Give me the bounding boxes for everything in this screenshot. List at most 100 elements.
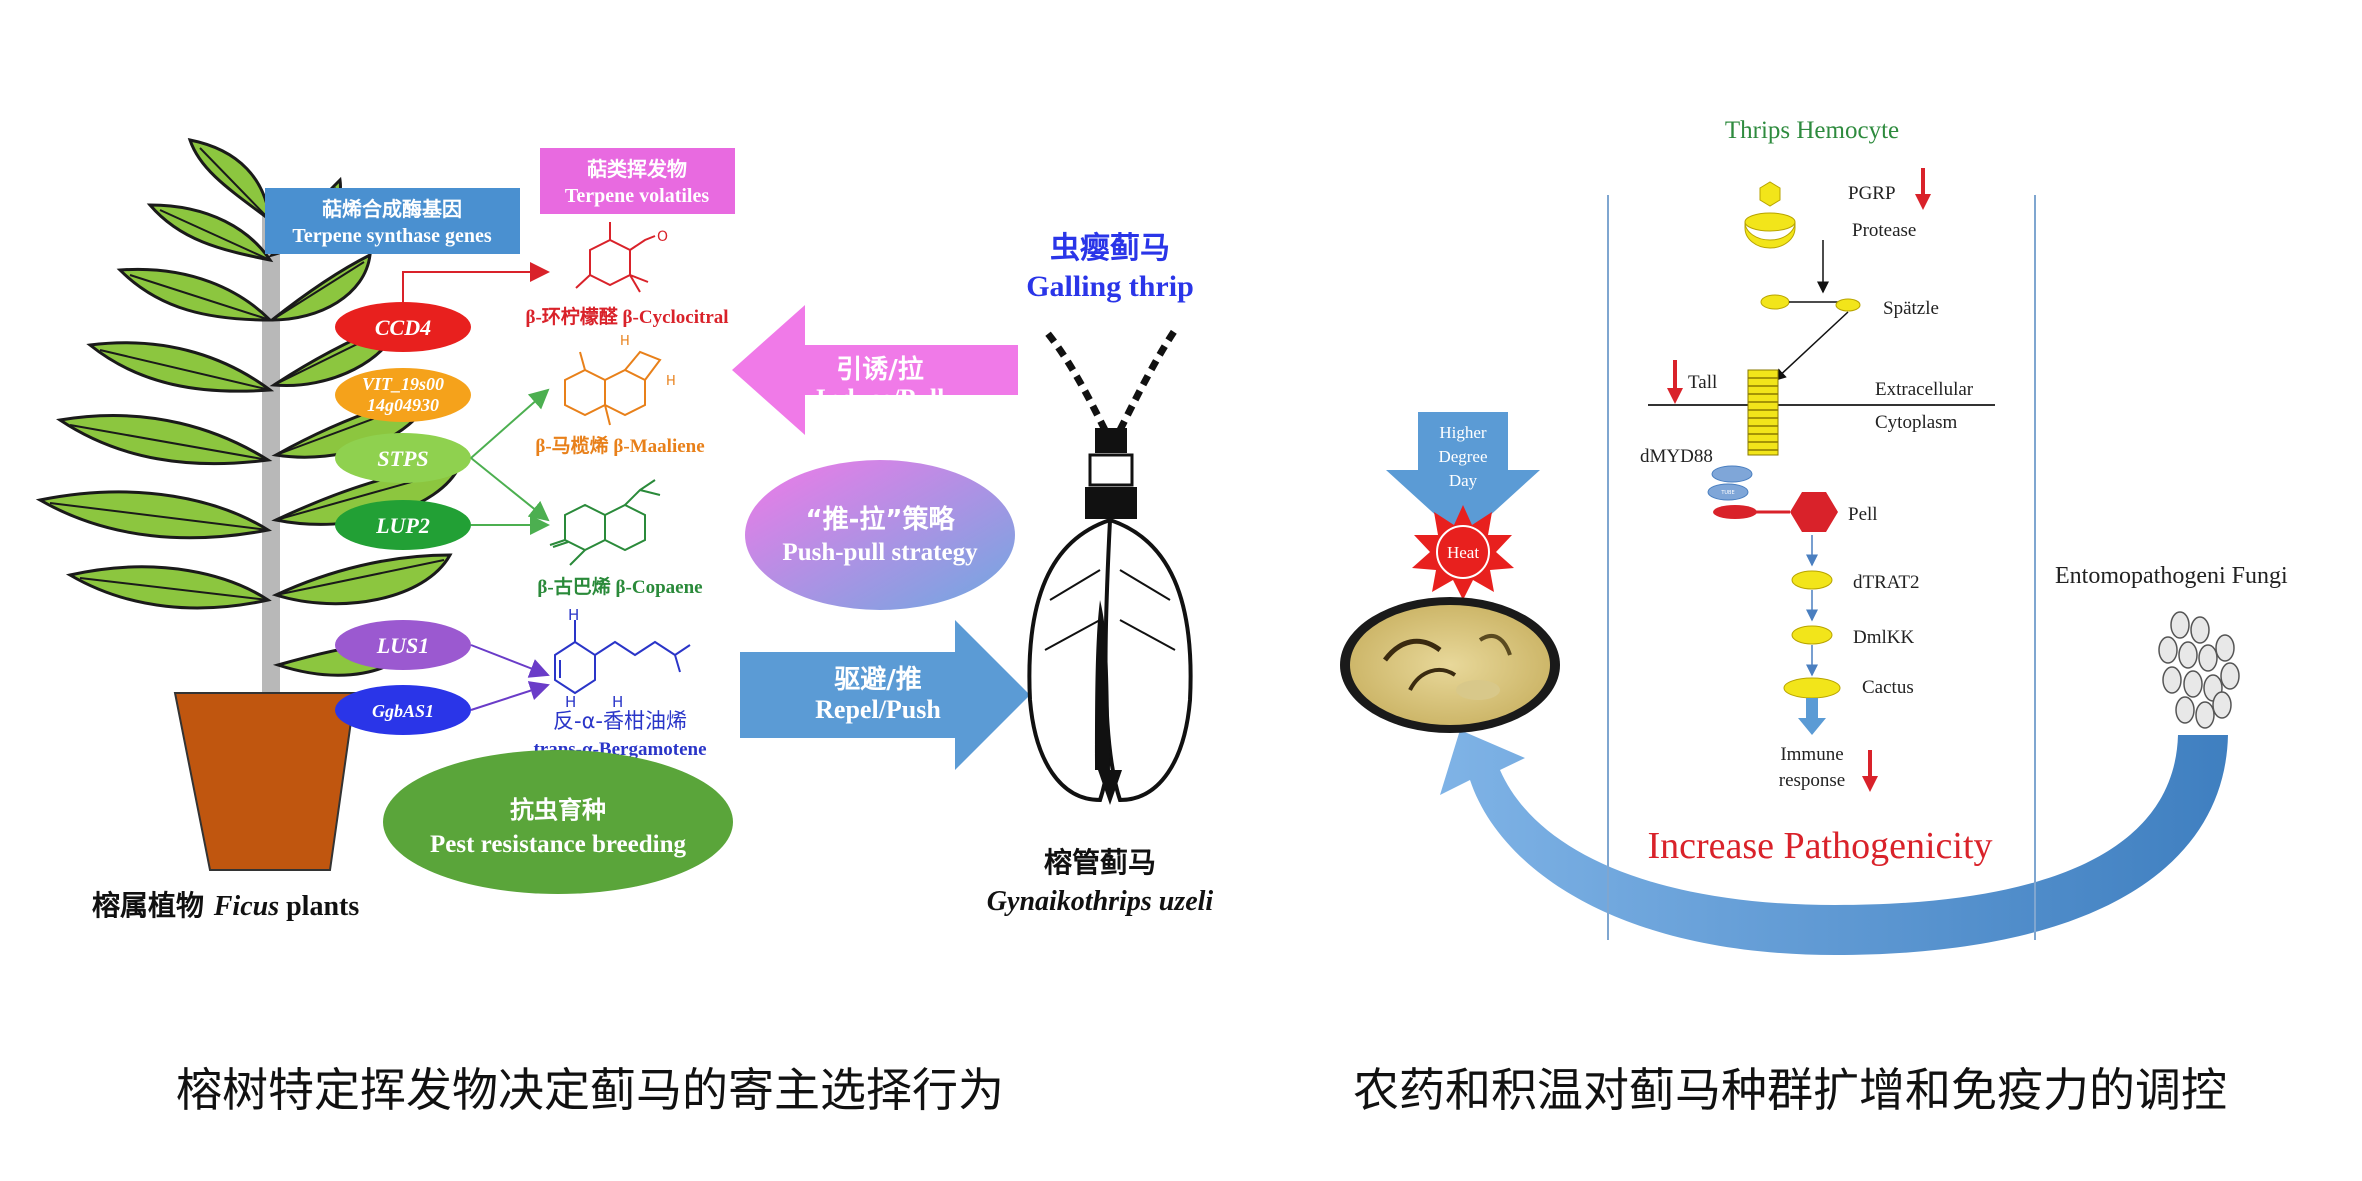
hemocyte-title: Thrips Hemocyte bbox=[1725, 117, 1899, 144]
svg-text:萜烯合成酶基因: 萜烯合成酶基因 bbox=[322, 197, 462, 221]
gene-oval-lup2: LUP2 bbox=[335, 500, 471, 550]
pest-resistance-breeding-oval: 抗虫育种 Pest resistance breeding bbox=[383, 750, 733, 894]
compound-maaliene-label: β-马榄烯 β-Maaliene bbox=[535, 434, 704, 457]
svg-text:抗虫育种: 抗虫育种 bbox=[510, 796, 606, 824]
right-caption: 农药和积温对蓟马种群扩增和免疫力的调控 bbox=[1353, 1063, 2227, 1117]
protease-label: Protease bbox=[1852, 220, 1916, 241]
terpene-synthase-genes-header: 萜烯合成酶基因 Terpene synthase genes bbox=[265, 188, 520, 254]
pathogenicity-curved-arrow bbox=[1440, 730, 2228, 955]
svg-text:VIT_19s00: VIT_19s00 bbox=[362, 374, 444, 394]
ficus-plants-label: 榕属植物 Ficus plants bbox=[92, 889, 359, 922]
dtrat2-shape bbox=[1791, 570, 1833, 590]
tall-label: Tall bbox=[1688, 372, 1717, 393]
svg-text:Pest resistance breeding: Pest resistance breeding bbox=[430, 831, 686, 858]
gene-oval-ccd4: CCD4 bbox=[335, 302, 471, 352]
immune-down-arrow bbox=[1862, 750, 1878, 792]
svg-text:H: H bbox=[620, 334, 630, 349]
cyclocitral-structure: O bbox=[575, 222, 668, 293]
svg-text:Terpene volatiles: Terpene volatiles bbox=[565, 185, 709, 207]
gene-oval-lus1: LUS1 bbox=[335, 620, 471, 670]
terpene-volatiles-header: 萜类挥发物 Terpene volatiles bbox=[540, 148, 735, 214]
tube-shape bbox=[1707, 483, 1749, 501]
svg-text:H: H bbox=[565, 693, 576, 711]
tube-label: TUBE bbox=[1720, 490, 1734, 496]
right-panel: Thrips Hemocyte PGRP Protease Spätzle bbox=[1340, 117, 2288, 1117]
svg-text:Push-pull strategy: Push-pull strategy bbox=[782, 539, 978, 566]
pell-death-domain bbox=[1713, 505, 1757, 519]
tall-down-arrow bbox=[1667, 360, 1683, 404]
heat-starburst: Heat bbox=[1412, 505, 1514, 600]
pgrp-label: PGRP bbox=[1848, 183, 1896, 204]
dmyd88-shape bbox=[1711, 465, 1753, 483]
bergamotene-structure: H H H bbox=[554, 606, 691, 711]
dmyd88-label: dMYD88 bbox=[1640, 446, 1713, 467]
thrips-species-label: Gynaikothrips uzeli bbox=[987, 886, 1214, 917]
dtrat2-label: dTRAT2 bbox=[1853, 572, 1920, 593]
svg-text:H: H bbox=[612, 693, 623, 711]
thrips-cn-label: 榕管蓟马 bbox=[1044, 846, 1156, 879]
svg-text:O: O bbox=[657, 229, 668, 245]
svg-text:驱避/推: 驱避/推 bbox=[834, 664, 922, 695]
left-panel: 萜烯合成酶基因 Terpene synthase genes 萜类挥发物 Ter… bbox=[35, 138, 1214, 1117]
cytoplasm-label: Cytoplasm bbox=[1875, 412, 1958, 433]
extracellular-label: Extracellular bbox=[1875, 379, 1974, 400]
svg-text:GgbAS1: GgbAS1 bbox=[372, 701, 434, 721]
cactus-block-arrow bbox=[1798, 698, 1826, 735]
spatzle-right bbox=[1835, 298, 1861, 312]
svg-text:LUP2: LUP2 bbox=[375, 513, 430, 538]
gene-to-compound-arrows bbox=[402, 262, 550, 711]
svg-text:Higher: Higher bbox=[1439, 423, 1487, 442]
maaliene-structure: H H bbox=[564, 334, 676, 426]
cactus-label: Cactus bbox=[1862, 677, 1914, 698]
dmlkk-label: DmlKK bbox=[1853, 627, 1915, 648]
immune-response-label-2: response bbox=[1779, 770, 1845, 791]
svg-text:Heat: Heat bbox=[1447, 543, 1479, 562]
galling-thrip-cn-label: 虫瘿蓟马 bbox=[1050, 231, 1170, 266]
svg-text:H: H bbox=[666, 374, 676, 389]
svg-text:Repel/Push: Repel/Push bbox=[815, 695, 941, 724]
tall-receptor-coil bbox=[1747, 369, 1779, 456]
spatzle-left bbox=[1760, 294, 1790, 310]
pgrp-down-arrow bbox=[1915, 168, 1931, 210]
immune-response-label-1: Immune bbox=[1780, 744, 1843, 765]
push-pull-strategy-oval: “推-拉”策略 Push-pull strategy bbox=[745, 460, 1015, 610]
svg-text:CCD4: CCD4 bbox=[375, 315, 431, 340]
compound-copaene-label: β-古巴烯 β-Copaene bbox=[537, 575, 702, 598]
spatzle-label: Spätzle bbox=[1883, 298, 1939, 319]
svg-text:Terpene synthase genes: Terpene synthase genes bbox=[292, 225, 491, 247]
gene-oval-stps: STPS bbox=[335, 433, 471, 483]
induce-pull-arrow: 引诱/拉 Induce/Pull bbox=[732, 305, 1018, 435]
copaene-structure bbox=[549, 479, 661, 566]
galling-thrip-en-label: Galling thrip bbox=[1026, 270, 1194, 303]
svg-text:引诱/拉: 引诱/拉 bbox=[836, 354, 924, 385]
svg-text:STPS: STPS bbox=[377, 446, 428, 471]
gene-oval-ggbas1: GgbAS1 bbox=[335, 685, 471, 735]
spatzle-arrow bbox=[1773, 311, 1849, 382]
dmlkk-shape bbox=[1791, 625, 1833, 645]
protease-cap bbox=[1744, 212, 1796, 232]
increase-pathogenicity-label: Increase Pathogenicity bbox=[1647, 825, 1992, 867]
compound-cyclocitral-label: β-环柠檬醛 β-Cyclocitral bbox=[525, 305, 728, 328]
fungi-spores-illustration bbox=[2158, 611, 2240, 729]
svg-text:Induce/Pull: Induce/Pull bbox=[816, 384, 945, 413]
svg-text:Day: Day bbox=[1449, 471, 1478, 490]
fungi-label: Entomopathogeni Fungi bbox=[2055, 563, 2288, 589]
thrips-illustration bbox=[1027, 327, 1193, 805]
cactus-shape bbox=[1783, 677, 1841, 699]
gene-oval-vit: VIT_19s00 14g04930 bbox=[335, 368, 471, 422]
svg-text:H: H bbox=[568, 606, 579, 624]
repel-push-arrow: 驱避/推 Repel/Push bbox=[740, 620, 1030, 770]
pgrp-hexagon bbox=[1759, 181, 1781, 207]
svg-text:LUS1: LUS1 bbox=[376, 633, 430, 658]
svg-text:Degree: Degree bbox=[1438, 447, 1487, 466]
svg-text:萜类挥发物: 萜类挥发物 bbox=[587, 157, 687, 181]
svg-text:“推-拉”策略: “推-拉”策略 bbox=[806, 504, 956, 535]
higher-degree-day-arrow: Higher Degree Day bbox=[1386, 412, 1540, 540]
protease-shape bbox=[1744, 221, 1796, 249]
compound-bergamotene-cn-label: 反-α-香柑油烯 bbox=[553, 709, 687, 733]
pell-label: Pell bbox=[1848, 504, 1878, 525]
left-caption: 榕树特定挥发物决定蓟马的寄主选择行为 bbox=[176, 1063, 1004, 1117]
thrips-culture-photo bbox=[1340, 597, 1560, 733]
svg-text:14g04930: 14g04930 bbox=[367, 395, 439, 415]
